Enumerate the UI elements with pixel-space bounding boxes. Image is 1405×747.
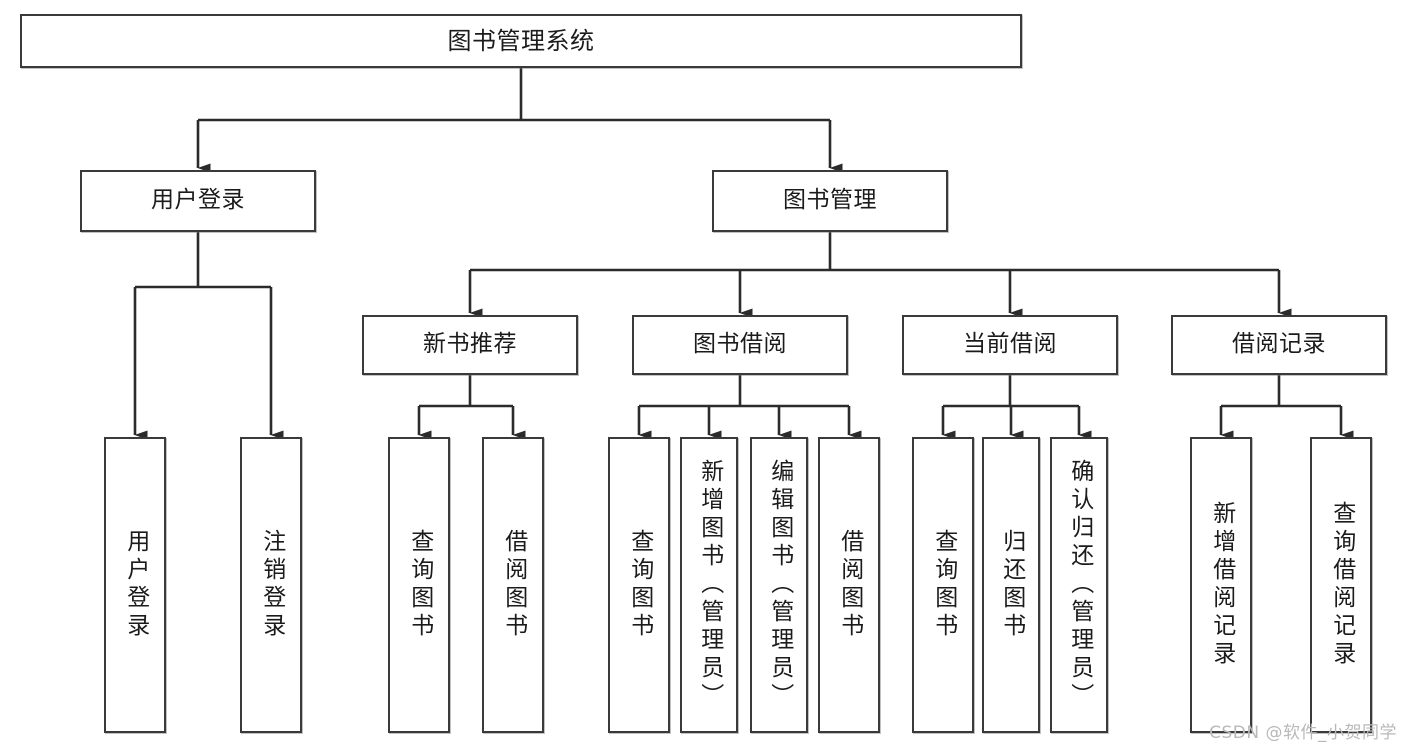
node-current-borrow[interactable]: 当前借阅 <box>902 315 1118 375</box>
node-label: 图书管理 <box>783 187 877 214</box>
leaf-query-books-recommend[interactable]: 查询图书 <box>388 437 450 733</box>
node-borrow-records[interactable]: 借阅记录 <box>1171 315 1387 375</box>
node-label: 图书借阅 <box>693 331 787 358</box>
node-user-login[interactable]: 用户登录 <box>80 170 316 232</box>
node-label: 借阅记录 <box>1232 331 1326 358</box>
node-label: 用户登录 <box>122 529 149 641</box>
leaf-logout[interactable]: 注销登录 <box>240 437 302 733</box>
node-label: 新书推荐 <box>423 331 517 358</box>
node-label: 用户登录 <box>151 187 245 214</box>
node-label: 编辑图书（管理员） <box>766 459 793 711</box>
leaf-query-books-current[interactable]: 查询图书 <box>912 437 974 733</box>
leaf-add-book-admin[interactable]: 新增图书（管理员） <box>680 437 738 733</box>
node-label: 查询图书 <box>626 529 653 641</box>
watermark: CSDN @软件_小贺同学 <box>1209 723 1397 743</box>
leaf-return-books[interactable]: 归还图书 <box>982 437 1040 733</box>
node-label: 借阅图书 <box>836 529 863 641</box>
node-label: 注销登录 <box>258 529 285 641</box>
node-new-book-recommend[interactable]: 新书推荐 <box>362 315 578 375</box>
node-label: 查询图书 <box>930 529 957 641</box>
node-label: 当前借阅 <box>963 331 1057 358</box>
node-book-management[interactable]: 图书管理 <box>712 170 948 232</box>
node-label: 图书管理系统 <box>447 26 595 55</box>
node-label: 归还图书 <box>998 529 1025 641</box>
node-label: 新增借阅记录 <box>1208 501 1235 669</box>
node-label: 确认归还（管理员） <box>1066 459 1093 711</box>
node-book-borrow[interactable]: 图书借阅 <box>632 315 848 375</box>
leaf-edit-book-admin[interactable]: 编辑图书（管理员） <box>750 437 808 733</box>
leaf-query-borrow-record[interactable]: 查询借阅记录 <box>1310 437 1372 733</box>
leaf-confirm-return-admin[interactable]: 确认归还（管理员） <box>1050 437 1108 733</box>
node-label: 查询借阅记录 <box>1328 501 1355 669</box>
node-label: 查询图书 <box>406 529 433 641</box>
node-label: 借阅图书 <box>500 529 527 641</box>
node-label: 新增图书（管理员） <box>696 459 723 711</box>
node-root[interactable]: 图书管理系统 <box>20 14 1022 68</box>
leaf-borrow-books[interactable]: 借阅图书 <box>818 437 880 733</box>
leaf-borrow-books-recommend[interactable]: 借阅图书 <box>482 437 544 733</box>
leaf-query-books-borrow[interactable]: 查询图书 <box>608 437 670 733</box>
leaf-add-borrow-record[interactable]: 新增借阅记录 <box>1190 437 1252 733</box>
leaf-user-login[interactable]: 用户登录 <box>104 437 166 733</box>
